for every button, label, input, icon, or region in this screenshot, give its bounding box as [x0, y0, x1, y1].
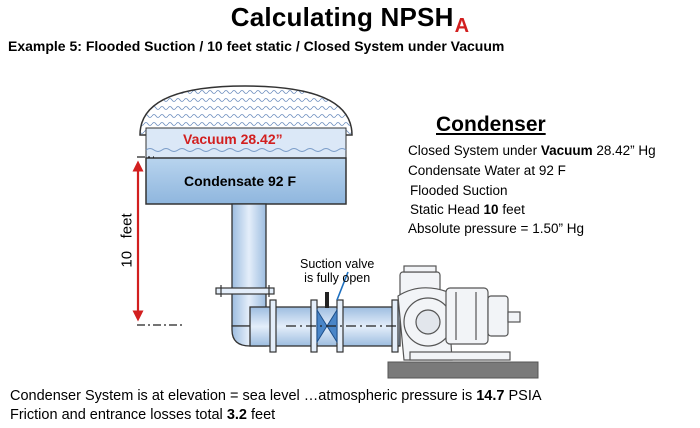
condenser-line-2: Condensate Water at 92 F [408, 163, 566, 178]
page-title: Calculating NPSHA [230, 2, 470, 37]
example-subtitle: Example 5: Flooded Suction / 10 feet sta… [8, 38, 505, 54]
liquid-label: Condensate 92 F [184, 173, 297, 189]
tank-dome [139, 85, 353, 136]
footer-line-2: Friction and entrance losses total 3.2 f… [10, 407, 276, 423]
elevation-label: 10 feet [118, 213, 136, 268]
condenser-line-5: Absolute pressure = 1.50” Hg [408, 221, 584, 236]
vacuum-label: Vacuum 28.42” [183, 131, 283, 147]
title-subscript: A [454, 15, 470, 37]
condenser-line-1: Closed System under Vacuum 28.42” Hg [408, 143, 656, 158]
pipe-flange-vertical [215, 287, 275, 295]
condenser-line-4: Static Head 10 feet [410, 202, 525, 217]
condenser-heading: Condenser [436, 113, 546, 136]
tank-vapor-space [145, 127, 347, 161]
footer-line-1: Condenser System is at elevation = sea l… [10, 388, 542, 404]
condenser-line-3: Flooded Suction [410, 183, 508, 198]
valve-label: Suction valve is fully open [300, 257, 375, 285]
pump-base [387, 361, 539, 379]
centrifugal-pump [397, 265, 521, 361]
